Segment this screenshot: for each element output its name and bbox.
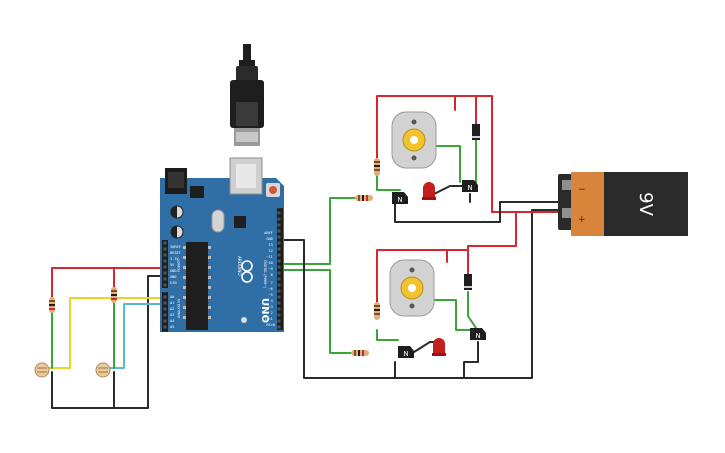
wire-bot-red-a[interactable] [376, 249, 448, 316]
transistor-label: N [403, 350, 408, 358]
wire-gnd-black-left[interactable] [51, 275, 166, 409]
wire-d10-green[interactable] [281, 197, 357, 265]
pin-label: RESET [170, 251, 182, 255]
pin-label: ~3 [269, 305, 273, 309]
section-label-power: POWER [177, 259, 181, 272]
resistor[interactable] [111, 287, 117, 303]
crystal [211, 209, 225, 233]
wire-top-red-a[interactable] [376, 95, 456, 159]
wire-a0-yellow[interactable] [44, 297, 166, 369]
board-model: UNO [259, 298, 270, 323]
transistor-label: N [467, 184, 472, 192]
wire-bot-green-c[interactable] [467, 291, 477, 329]
section-label-analog: ANALOG IN [177, 299, 181, 318]
resistor[interactable] [355, 195, 373, 201]
wire-5v-red[interactable] [51, 267, 166, 301]
pin-label: RX<0 [266, 323, 275, 327]
board-brand: ARDUINO [237, 256, 242, 276]
led-red[interactable] [432, 338, 446, 356]
pin-label: AREF [264, 231, 273, 235]
digital-header[interactable] [277, 208, 283, 330]
photoresistor[interactable] [95, 362, 111, 378]
wire-top-red-c[interactable] [475, 95, 569, 213]
transistor-label: N [397, 196, 402, 204]
resistor[interactable] [49, 297, 55, 313]
battery-minus: − [578, 185, 586, 195]
dc-motor[interactable] [389, 259, 435, 317]
svg-text:AREF GND 13: AREF GND 13 12 ~11 ~10 ~9 8 7 ~6 ~5 4 ~3… [264, 231, 275, 327]
npn-transistor[interactable]: N [398, 346, 414, 358]
pin-label: ~11 [266, 255, 273, 259]
pin-label: ~5 [269, 293, 273, 297]
wire-top-green-b[interactable] [435, 145, 461, 183]
pin-label: 13 [269, 243, 273, 247]
dc-motor[interactable] [391, 111, 437, 169]
power-header[interactable] [162, 240, 168, 288]
wire-top-black-b[interactable] [429, 185, 463, 197]
resistor[interactable] [351, 350, 369, 356]
diode[interactable] [472, 124, 480, 140]
battery-label: 9V [635, 192, 656, 216]
diode[interactable] [464, 274, 472, 290]
usb-cable[interactable] [230, 44, 264, 146]
wire-bot-green-a[interactable] [376, 329, 399, 341]
pin-label: TX>1 [264, 317, 273, 321]
wire-gnd-black-main[interactable] [281, 209, 569, 379]
pin-label: 2 [271, 311, 273, 315]
transistor-label: N [475, 332, 480, 340]
pin-label: 7 [271, 281, 273, 285]
pin-label: A3 [170, 313, 174, 317]
led-red[interactable] [422, 182, 436, 200]
npn-transistor[interactable]: N [462, 180, 478, 192]
pin-label: GND [170, 275, 177, 279]
wire-d9-green[interactable] [281, 269, 353, 354]
battery-plus: + [578, 215, 586, 225]
pin-label: A5 [170, 325, 174, 329]
npn-transistor[interactable]: N [392, 192, 408, 204]
pin-label: GND [266, 237, 273, 241]
wire-bot-green-b[interactable] [427, 299, 471, 331]
pin-label: 12 [269, 249, 273, 253]
pin-label: 8 [271, 273, 273, 277]
wire-bot-red-c[interactable] [467, 211, 517, 251]
svg-text:IOREF RESET 3.3V: IOREF RESET 3.3V 5V GND GND VIN A0 A1 A2… [170, 245, 183, 329]
pin-label: ~10 [266, 261, 273, 265]
pin-label: 3.3V [170, 257, 179, 261]
arduino-logo-icon [241, 260, 253, 283]
pin-label: 4 [271, 299, 273, 303]
pin-label: ~6 [269, 287, 273, 291]
battery-9v[interactable]: − + 9V [558, 172, 688, 236]
analog-header[interactable] [162, 292, 168, 332]
pin-label: A2 [170, 307, 174, 311]
section-label-digital: DIGITAL (PWM~) [263, 260, 267, 289]
microcontroller-chip [186, 242, 208, 330]
wire-top-red-b[interactable] [454, 95, 477, 126]
photoresistor[interactable] [34, 362, 50, 378]
wire-bot-black-c[interactable] [463, 341, 479, 379]
pin-label: VIN [170, 281, 177, 285]
wire-top-green-a[interactable] [376, 174, 401, 191]
pin-label: A4 [170, 319, 174, 323]
pin-label: ~9 [269, 267, 273, 271]
wire-bot-red-b[interactable] [446, 249, 469, 276]
arduino-uno-board[interactable]: UNO ARDUINO IOREF RESET 3.3V 5V GND GND … [160, 157, 284, 332]
pin-label: A0 [170, 295, 174, 299]
wires [44, 95, 569, 409]
pin-label: IOREF [170, 245, 181, 249]
resistor[interactable] [374, 302, 380, 320]
pin-label: 5V [170, 263, 175, 267]
resistor[interactable] [374, 158, 380, 176]
npn-transistor[interactable]: N [470, 328, 486, 340]
wire-top-black-a[interactable] [394, 199, 569, 223]
pin-label: GND [170, 269, 177, 273]
pin-label: A1 [170, 301, 174, 305]
